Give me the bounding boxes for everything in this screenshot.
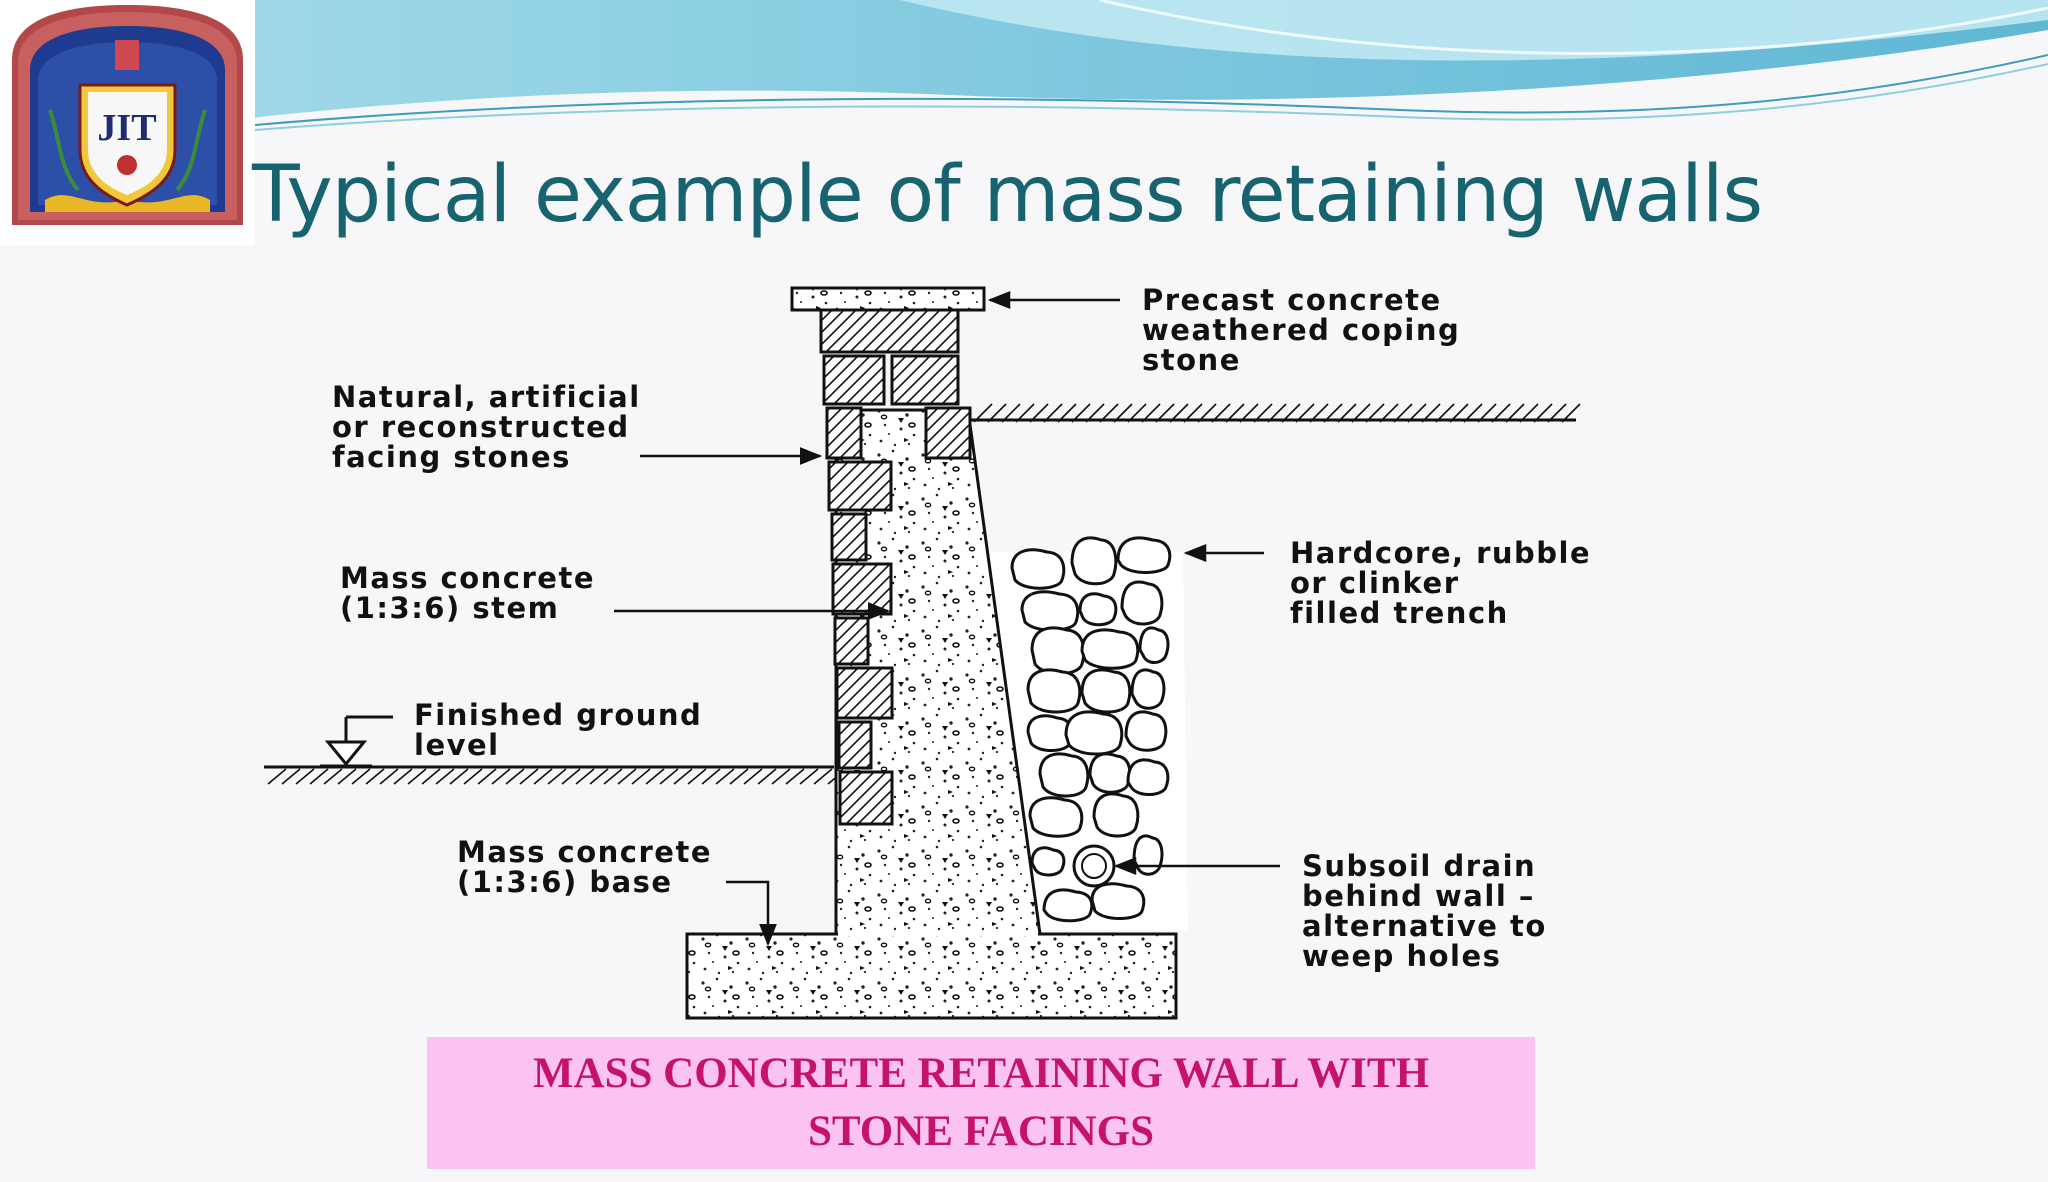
rubble-stone (1080, 628, 1140, 670)
caption-text: MASS CONCRETE RETAINING WALL WITH STONE … (532, 1050, 1430, 1155)
upper-ground-line (968, 403, 1581, 423)
logo-text: JIT (97, 107, 156, 149)
rubble-stone (1130, 668, 1166, 710)
hardcore-rubble-stones (1010, 536, 1172, 923)
rubble-stone (1070, 536, 1118, 586)
rubble-stone (1090, 882, 1146, 920)
rubble-stone (1088, 752, 1132, 794)
lower-ground-line (264, 765, 847, 785)
base-leader (726, 880, 777, 947)
ground-level-symbol (320, 715, 393, 768)
stem-label: Mass concrete(1:3:6) stem (340, 561, 595, 625)
rubble-stone (1078, 592, 1118, 627)
rubble-stone (1026, 668, 1082, 714)
rubble-stone (1042, 888, 1094, 923)
rubble-stone (1038, 752, 1090, 798)
slide-title: Typical example of mass retaining walls (252, 150, 1763, 240)
rubble-stone (1064, 710, 1124, 756)
rubble-stone (1116, 536, 1172, 574)
rubble-stone (1030, 846, 1066, 877)
coping-stone (790, 286, 986, 312)
base-label: Mass concrete(1:3:6) base (457, 835, 712, 899)
rubble-stone (1010, 548, 1066, 590)
rubble-stone (1138, 626, 1170, 664)
header-banner (250, 0, 2048, 131)
facing-stones (819, 304, 972, 826)
mass-concrete-base (685, 932, 1178, 1020)
rubble-stone (1080, 668, 1132, 714)
rubble-stone (1028, 796, 1084, 838)
rubble-stone (1120, 580, 1164, 626)
institute-logo: JIT (0, 0, 255, 245)
rubble-stone (1030, 626, 1086, 676)
rubble-stone (1124, 710, 1168, 752)
rubble-stone (1020, 590, 1080, 632)
caption-box: MASS CONCRETE RETAINING WALL WITH STONE … (427, 1037, 1535, 1169)
rubble-stone (1132, 834, 1164, 876)
subsoil-drain-pipe (1072, 844, 1116, 888)
rubble-stone (1092, 792, 1140, 838)
rubble-stone (1126, 758, 1170, 796)
